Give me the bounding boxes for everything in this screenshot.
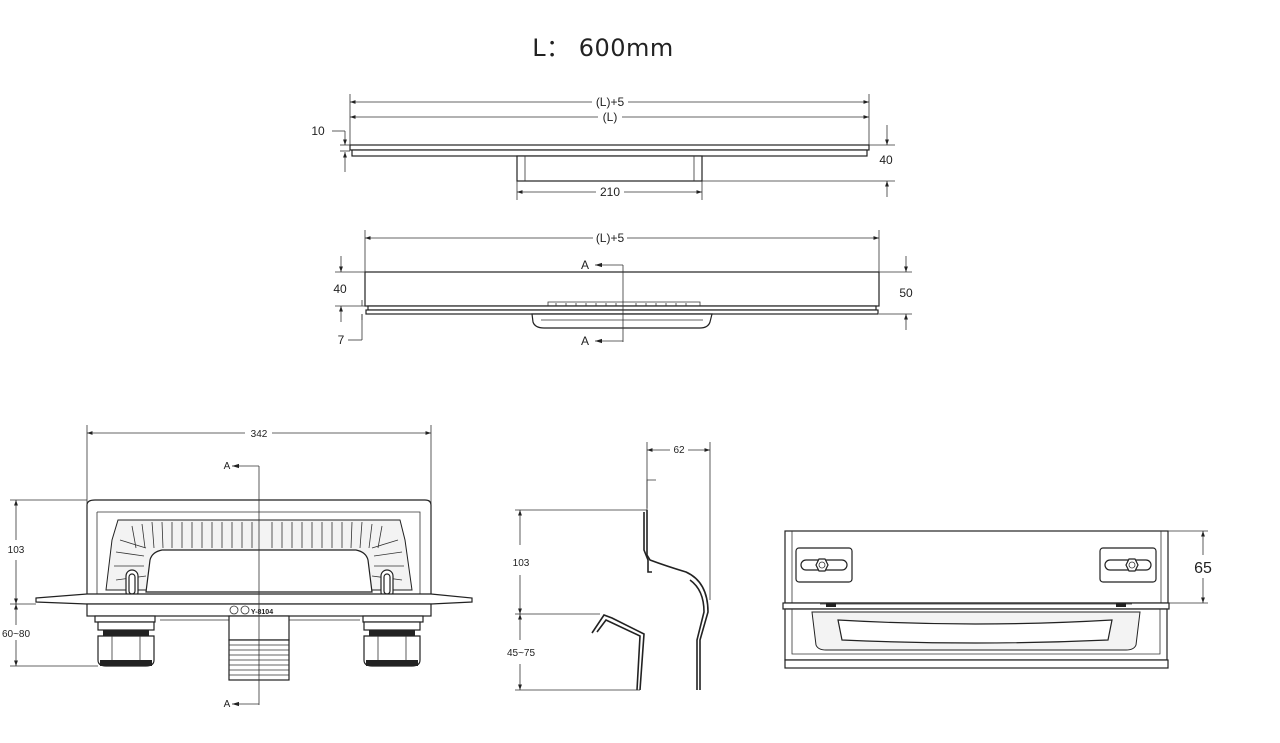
dim-height-label: 103 bbox=[8, 545, 25, 556]
dim-right-height-label: 40 bbox=[879, 153, 893, 167]
section-mark-bottom: A bbox=[581, 334, 589, 348]
end-view: 65 bbox=[782, 530, 1212, 669]
dim-adjust-label: 60~80 bbox=[2, 629, 31, 640]
adjustable-foot-left bbox=[97, 621, 155, 667]
circle-icon bbox=[229, 605, 239, 615]
section-mark-top: A bbox=[581, 258, 589, 272]
page-title: L： 600mm bbox=[532, 34, 674, 62]
dim-width-label: 342 bbox=[251, 429, 268, 440]
dim-height-label: 65 bbox=[1194, 560, 1212, 577]
adjustable-foot-right bbox=[363, 621, 421, 667]
channel-ribs bbox=[114, 521, 404, 581]
section-mark-top: A bbox=[224, 461, 231, 472]
dim-overall-label: (L)+5 bbox=[596, 95, 625, 109]
dim-outlet-width-label: 210 bbox=[600, 185, 620, 199]
hex-nut-icon bbox=[1125, 558, 1139, 572]
side-view: 342 Y-8104 bbox=[2, 425, 473, 710]
dim-left-height-label: 10 bbox=[311, 124, 325, 138]
dim-top-width-label: 62 bbox=[673, 445, 685, 456]
grate-teeth bbox=[547, 301, 701, 306]
dim-length-label: (L) bbox=[603, 110, 618, 124]
hex-nut-icon bbox=[815, 558, 829, 572]
circle-icon bbox=[240, 605, 250, 615]
model-code: Y-8104 bbox=[251, 609, 273, 616]
dim-bottom-label: 7 bbox=[338, 333, 345, 347]
section-mark-bottom: A bbox=[224, 699, 231, 710]
dim-height-label: 103 bbox=[513, 558, 530, 569]
front-view: (L)+5 A A 40 7 50 bbox=[333, 230, 913, 348]
section-view: 62 103 45~75 bbox=[507, 442, 711, 691]
dim-left-height-label: 40 bbox=[333, 282, 347, 296]
top-view: (L)+5 (L) 10 40 210 bbox=[311, 94, 895, 200]
dim-right-height-label: 50 bbox=[899, 286, 913, 300]
dim-adjust-label: 45~75 bbox=[507, 648, 536, 659]
dim-overall-label: (L)+5 bbox=[596, 231, 625, 245]
